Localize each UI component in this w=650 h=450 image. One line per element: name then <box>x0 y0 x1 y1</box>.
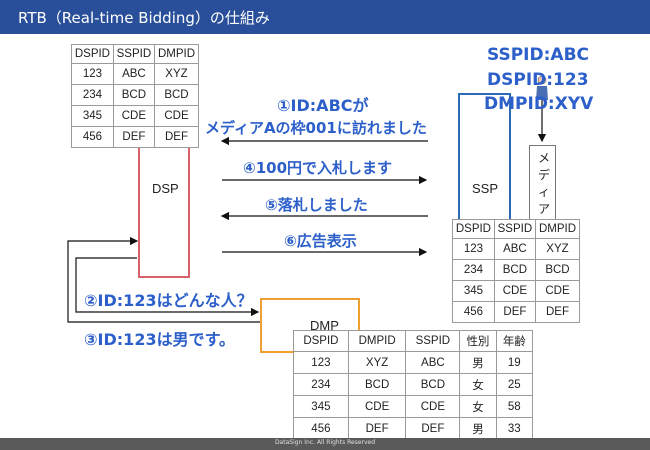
user-icon <box>536 75 548 100</box>
table-cell: BCD <box>153 84 200 106</box>
ssp-table: DSPID SSPID DMPID 123 ABC XYZ 234 BCD BC… <box>452 219 581 323</box>
column-header: DMPID <box>534 219 581 239</box>
table-row: 123 ABC XYZ <box>452 238 581 260</box>
table-row: 456 DEF DEF <box>71 126 200 148</box>
table-cell: DEF <box>534 301 581 323</box>
table-row: 234 BCD BCD <box>71 84 200 106</box>
column-header: SSPID <box>112 44 155 64</box>
column-header: 年齢 <box>495 330 534 352</box>
table-header-row: DSPID DMPID SSPID 性別 年齢 <box>293 330 534 352</box>
table-cell: 男 <box>459 351 497 374</box>
table-cell: 456 <box>452 301 495 323</box>
table-header-row: DSPID SSPID DMPID <box>71 44 200 64</box>
table-cell: CDE <box>534 280 581 302</box>
table-cell: 234 <box>293 373 349 396</box>
slide-footer: DataSign Inc. All Rights Reserved <box>0 438 650 450</box>
table-row: 345 CDE CDE <box>452 280 581 302</box>
table-cell: 456 <box>293 417 349 440</box>
column-header: SSPID <box>405 330 461 352</box>
table-cell: XYZ <box>534 238 581 260</box>
table-cell: DEF <box>112 126 155 148</box>
table-cell: 345 <box>71 105 114 127</box>
column-header: DSPID <box>452 219 495 239</box>
message-5: ⑤落札しました <box>265 196 368 214</box>
table-row: 234 BCD BCD 女 25 <box>293 373 534 396</box>
table-cell: 123 <box>452 238 495 260</box>
table-cell: 男 <box>459 417 497 440</box>
dsp-label: DSP <box>152 181 179 196</box>
media-slot: メディア <box>529 145 556 221</box>
ssp-label: SSP <box>472 181 499 196</box>
table-cell: CDE <box>153 105 200 127</box>
user-dspid: DSPID:123 <box>487 70 589 90</box>
table-cell: BCD <box>405 373 461 396</box>
table-header-row: DSPID SSPID DMPID <box>452 219 581 239</box>
table-cell: DEF <box>405 417 461 440</box>
dmp-table: DSPID DMPID SSPID 性別 年齢 123 XYZ ABC 男 19… <box>293 330 534 440</box>
table-row: 345 CDE CDE <box>71 105 200 127</box>
message-1-line1: ①ID:ABCが <box>277 96 369 115</box>
table-cell: 19 <box>495 351 534 374</box>
dmp-label: DMP <box>310 318 339 333</box>
table-cell: 123 <box>71 63 114 85</box>
table-cell: XYZ <box>347 351 407 374</box>
column-header: 性別 <box>459 330 497 352</box>
table-cell: DEF <box>347 417 407 440</box>
table-cell: BCD <box>534 259 581 281</box>
table-cell: BCD <box>347 373 407 396</box>
table-row: 456 DEF DEF 男 33 <box>293 417 534 440</box>
column-header: DSPID <box>71 44 114 64</box>
arrow-2-dsp-to-dmp <box>75 257 260 317</box>
table-cell: BCD <box>493 259 536 281</box>
column-header: DMPID <box>347 330 407 352</box>
message-6: ⑥広告表示 <box>284 232 357 250</box>
column-header: DSPID <box>293 330 349 352</box>
table-cell: 345 <box>452 280 495 302</box>
table-cell: ABC <box>112 63 155 85</box>
table-cell: CDE <box>112 105 155 127</box>
message-1-line2: メディアAの枠001に訪れました <box>205 119 427 137</box>
table-cell: 456 <box>71 126 114 148</box>
dsp-table: DSPID SSPID DMPID 123 ABC XYZ 234 BCD BC… <box>71 44 200 148</box>
column-header: DMPID <box>153 44 200 64</box>
table-row: 234 BCD BCD <box>452 259 581 281</box>
table-row: 345 CDE CDE 女 58 <box>293 395 534 418</box>
footer-copyright: DataSign Inc. All Rights Reserved <box>274 439 376 446</box>
table-cell: CDE <box>347 395 407 418</box>
table-cell: DEF <box>493 301 536 323</box>
table-cell: XYZ <box>153 63 200 85</box>
table-cell: 33 <box>495 417 534 440</box>
table-cell: 345 <box>293 395 349 418</box>
column-header: SSPID <box>493 219 536 239</box>
table-cell: 女 <box>459 395 497 418</box>
user-sspid: SSPID:ABC <box>487 45 590 65</box>
table-cell: 58 <box>495 395 534 418</box>
table-cell: 234 <box>71 84 114 106</box>
table-row: 456 DEF DEF <box>452 301 581 323</box>
table-cell: 女 <box>459 373 497 396</box>
table-cell: ABC <box>405 351 461 374</box>
table-cell: CDE <box>405 395 461 418</box>
arrow-3-dmp-to-dsp <box>67 236 260 323</box>
table-cell: BCD <box>112 84 155 106</box>
table-row: 123 XYZ ABC 男 19 <box>293 351 534 374</box>
table-cell: 234 <box>452 259 495 281</box>
message-2: ②ID:123はどんな人？ <box>84 291 253 310</box>
table-cell: 25 <box>495 373 534 396</box>
message-3: ③ID:123は男です。 <box>84 330 235 349</box>
table-cell: 123 <box>293 351 349 374</box>
table-cell: DEF <box>153 126 200 148</box>
message-4: ④100円で入札します <box>243 159 393 177</box>
table-row: 123 ABC XYZ <box>71 63 200 85</box>
media-label: メディア <box>537 151 550 216</box>
table-cell: ABC <box>493 238 536 260</box>
table-cell: CDE <box>493 280 536 302</box>
slide-title: RTB（Real-time Bidding）の仕組み <box>18 9 270 27</box>
slide-header: RTB（Real-time Bidding）の仕組み <box>0 0 650 34</box>
user-dmpid: DMPID:XYV <box>484 94 594 114</box>
